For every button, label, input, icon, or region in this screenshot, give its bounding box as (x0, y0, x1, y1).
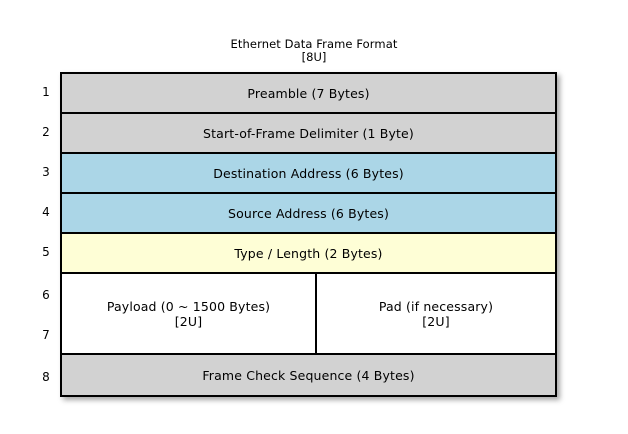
frame-field-pad-text: Pad (if necessary) (378, 298, 494, 314)
frame-field-payload-text: Payload (0 ~ 1500 Bytes) (106, 298, 271, 314)
frame-field-pad-label: Pad (if necessary) [2U] (379, 299, 493, 329)
row-number-1: 1 (42, 85, 50, 99)
frame-field-type-length: Type / Length (2 Bytes) (62, 234, 555, 274)
frame-field-pad: Pad (if necessary) [2U] (317, 274, 555, 353)
frame-field-pad-sub: [2U] (422, 313, 450, 329)
row-number-4: 4 (42, 205, 50, 219)
frame-field-sfd: Start-of-Frame Delimiter (1 Byte) (62, 114, 555, 154)
frame-field-payload-label: Payload (0 ~ 1500 Bytes) [2U] (107, 299, 270, 329)
frame-field-sfd-label: Start-of-Frame Delimiter (1 Byte) (203, 125, 414, 141)
frame-field-preamble: Preamble (7 Bytes) (62, 74, 555, 114)
row-number-8: 8 (42, 370, 50, 384)
frame-field-type-length-label: Type / Length (2 Bytes) (234, 245, 383, 261)
row-number-gutter: 1 2 3 4 5 6 7 8 (35, 73, 57, 397)
frame-field-frame-check-sequence-label: Frame Check Sequence (4 Bytes) (202, 367, 415, 383)
frame-field-destination-address: Destination Address (6 Bytes) (62, 154, 555, 194)
frame-field-destination-address-label: Destination Address (6 Bytes) (213, 165, 404, 181)
diagram-title-block: Ethernet Data Frame Format [8U] (0, 38, 628, 64)
frame-field-source-address-label: Source Address (6 Bytes) (227, 205, 389, 221)
frame-table: Preamble (7 Bytes) Start-of-Frame Delimi… (60, 72, 557, 397)
row-number-5: 5 (42, 245, 50, 259)
frame-field-payload-pad-row: Payload (0 ~ 1500 Bytes) [2U] Pad (if ne… (62, 274, 555, 355)
frame-field-frame-check-sequence: Frame Check Sequence (4 Bytes) (62, 355, 555, 395)
row-number-6: 6 (42, 288, 50, 302)
frame-field-source-address: Source Address (6 Bytes) (62, 194, 555, 234)
diagram-title-sub: [8U] (301, 50, 327, 64)
row-number-2: 2 (42, 125, 50, 139)
frame-field-preamble-label: Preamble (7 Bytes) (247, 85, 370, 101)
frame-field-payload-sub: [2U] (174, 313, 203, 329)
frame-field-payload: Payload (0 ~ 1500 Bytes) [2U] (62, 274, 317, 353)
diagram-title: Ethernet Data Frame Format (230, 37, 398, 51)
row-number-3: 3 (42, 165, 50, 179)
row-number-7: 7 (42, 328, 50, 342)
